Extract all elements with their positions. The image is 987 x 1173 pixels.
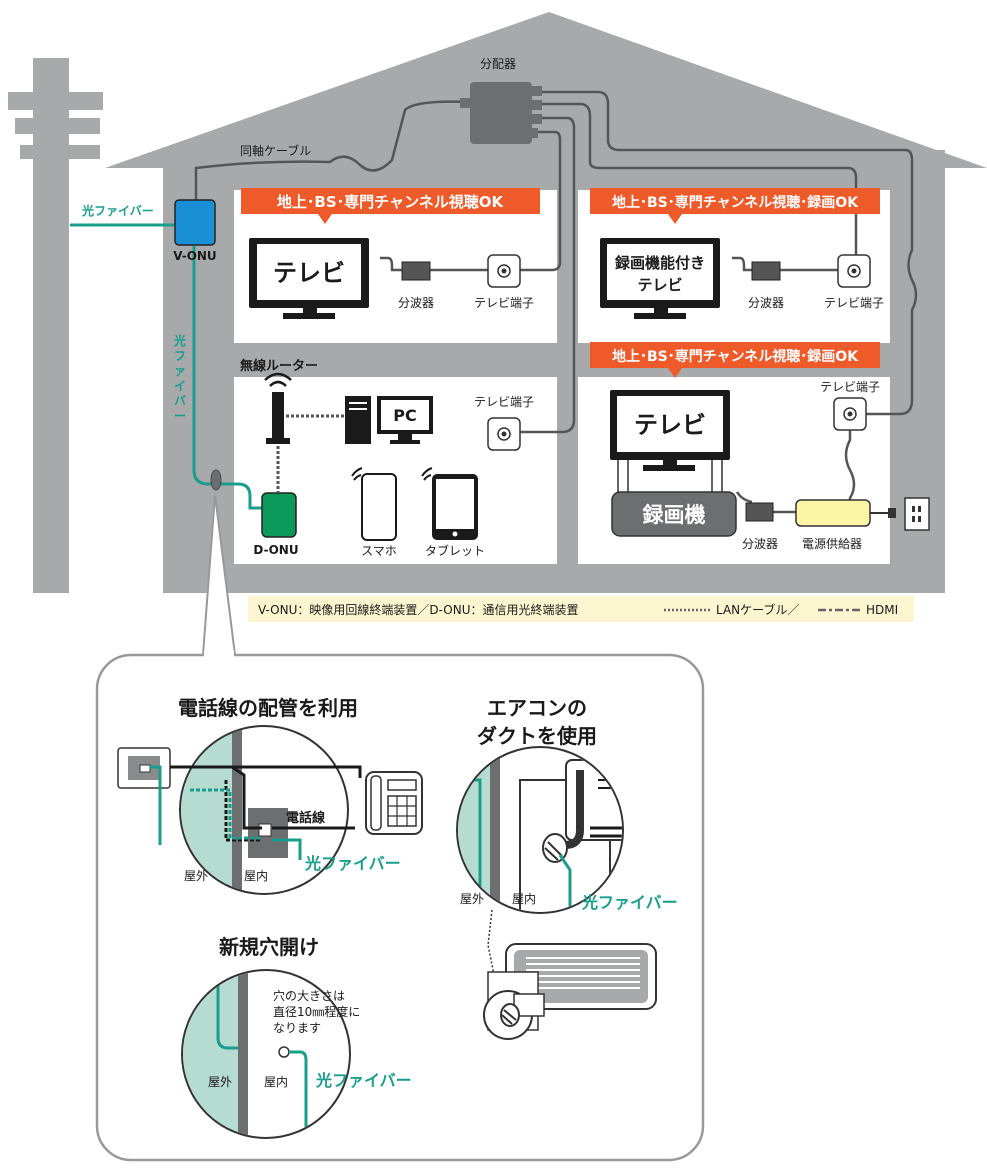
room1-banner: 地上･BS･専門チャンネル視聴OK	[241, 188, 540, 224]
room2-bunpa-device	[751, 261, 781, 281]
aircon-title-2: ダクトを使用	[477, 724, 597, 748]
svg-text:光: 光	[173, 333, 186, 348]
utility-pole	[8, 58, 103, 593]
phone-line-label: 電話線	[286, 810, 326, 826]
room1-bunpa-device	[401, 261, 431, 281]
room4-bunpa-device	[745, 502, 774, 522]
d-onu-device	[261, 492, 297, 538]
aircon-title-1: エアコンの	[487, 696, 587, 720]
v-onu-device	[174, 199, 216, 246]
fiber-lines	[70, 223, 262, 510]
room4-tv-outlet	[833, 397, 867, 431]
new-hole-circle	[181, 969, 351, 1139]
splitter-label: 分配器	[480, 57, 516, 71]
v-onu-label: V-ONU	[173, 249, 216, 263]
smartphone-icon	[351, 467, 397, 541]
room2-tv-outlet	[837, 254, 871, 288]
aircon-outside-label: 屋外	[460, 892, 484, 906]
svg-text:地上･BS･専門チャンネル視聴･録画OK: 地上･BS･専門チャンネル視聴･録画OK	[612, 194, 859, 211]
pc-icon: PC	[345, 396, 433, 444]
phone-route-title: 電話線の配管を利用	[178, 696, 358, 720]
recorder-label: 録画機	[643, 503, 706, 527]
room4-tanshi-label: テレビ端子	[820, 380, 880, 394]
legend-lan: LANケーブル／	[716, 602, 799, 617]
d-onu-label: D-ONU	[253, 543, 298, 557]
lan-cables	[276, 414, 345, 492]
telephone-icon	[365, 771, 423, 835]
phone-outside-label: 屋外	[184, 869, 208, 883]
tablet-icon	[421, 467, 478, 540]
phone-detail-left-box	[117, 747, 171, 789]
svg-text:イ: イ	[174, 379, 186, 393]
router-icon	[264, 372, 292, 444]
svg-text:ー: ー	[174, 409, 186, 423]
legend-hdmi: HDMI	[866, 603, 898, 617]
fiber-label-vertical: 光 フ ァ イ バ ー	[173, 333, 186, 423]
room3-tv-outlet	[487, 417, 521, 451]
phone-fiber-label: 光ファイバー	[304, 854, 401, 873]
svg-text:録画機能付き: 録画機能付き	[615, 254, 705, 272]
new-hole-title: 新規穴開け	[219, 935, 319, 959]
hole-inside-label: 屋内	[264, 1075, 288, 1089]
room4-bunpa-label: 分波器	[742, 537, 778, 551]
hole-note-2: 直径10㎜程度に	[273, 1004, 360, 1019]
tablet-label: タブレット	[425, 543, 485, 558]
svg-text:フ: フ	[174, 349, 186, 363]
room2-banner: 地上･BS･専門チャンネル視聴･録画OK	[590, 188, 880, 224]
svg-text:テレビ: テレビ	[637, 276, 682, 294]
hole-note-3: なります	[273, 1021, 321, 1035]
router-title: 無線ルーター	[240, 358, 318, 374]
room2-tv: 録画機能付き テレビ	[600, 238, 720, 319]
wall-socket	[870, 497, 930, 531]
room4-tv-label: テレビ	[634, 411, 706, 439]
aircon-inside-label: 屋内	[512, 892, 536, 906]
hole-outside-label: 屋外	[208, 1075, 232, 1089]
air-conditioner-icon	[483, 943, 657, 1040]
coax-cables	[194, 90, 918, 514]
room1-tv-outlet	[487, 254, 521, 288]
wall-entry-marker	[210, 469, 222, 491]
fiber-label-horizontal: 光ファイバー	[81, 203, 154, 218]
splitter: 分配器	[460, 57, 542, 144]
hole-note-1: 穴の大きさは	[273, 988, 345, 1003]
smartphone-label: スマホ	[361, 544, 397, 558]
room1-tv: テレビ	[249, 238, 369, 319]
phone-detail-lines	[170, 765, 362, 778]
room1-tanshi-label: テレビ端子	[474, 296, 534, 310]
svg-text:地上･BS･専門チャンネル視聴OK: 地上･BS･専門チャンネル視聴OK	[277, 193, 505, 211]
legend-bar: V-ONU：映像用回線終端装置／D-ONU：通信用光終端装置 LANケーブル／ …	[248, 596, 914, 622]
pc-label: PC	[393, 406, 416, 425]
svg-text:バ: バ	[174, 394, 186, 408]
power-supply-label: 電源供給器	[802, 537, 862, 551]
room4-banner: 地上･BS･専門チャンネル視聴･録画OK	[590, 342, 880, 378]
power-supply-device	[795, 499, 871, 527]
recorder-device: 録画機	[611, 491, 737, 537]
coax-label: 同軸ケーブル	[240, 143, 311, 158]
hole-fiber-label: 光ファイバー	[315, 1071, 412, 1090]
room1-bunpa-label: 分波器	[398, 296, 434, 310]
room3-tanshi-label: テレビ端子	[474, 395, 534, 409]
phone-inside-label: 屋内	[244, 869, 268, 883]
svg-text:地上･BS･専門チャンネル視聴･録画OK: 地上･BS･専門チャンネル視聴･録画OK	[612, 348, 859, 365]
svg-text:ァ: ァ	[174, 364, 186, 378]
room2-bunpa-label: 分波器	[748, 296, 784, 310]
room2-tanshi-label: テレビ端子	[824, 296, 884, 310]
legend-left: V-ONU：映像用回線終端装置／D-ONU：通信用光終端装置	[258, 602, 579, 617]
room1-tv-label: テレビ	[273, 259, 345, 287]
hdmi-cables	[617, 460, 723, 492]
aircon-fiber-label: 光ファイバー	[581, 893, 678, 912]
room4-tv: テレビ	[610, 390, 730, 471]
